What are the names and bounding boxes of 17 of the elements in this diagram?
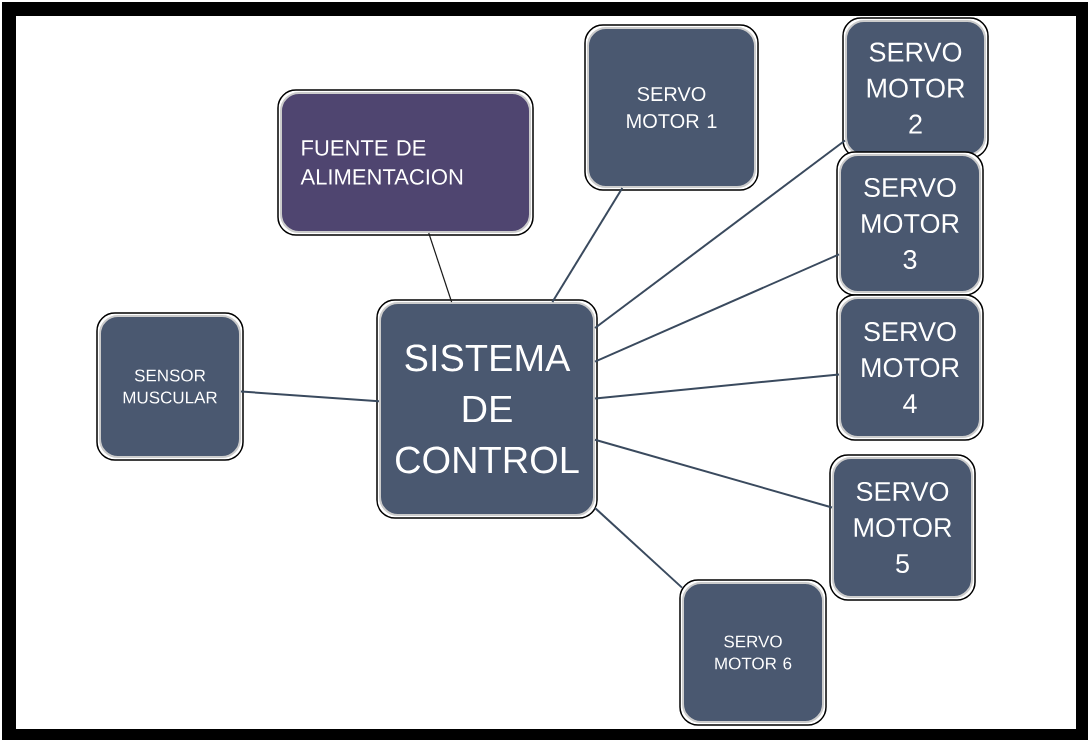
connector-line [240, 390, 380, 403]
connector-line [594, 438, 833, 509]
process-box: SERVO MOTOR 4 [836, 294, 984, 441]
process-box: SERVO MOTOR 2 [842, 17, 989, 159]
connector-line [594, 139, 846, 330]
process-box: FUENTE DE ALIMENTACION [277, 89, 534, 236]
connector-line [594, 506, 683, 589]
process-box: SERVO MOTOR 6 [679, 579, 827, 726]
connector-line [428, 232, 453, 303]
process-box: SERVO MOTOR 1 [584, 24, 759, 191]
process-box: SERVO MOTOR 3 [836, 151, 984, 296]
connector-line [551, 187, 624, 303]
process-box: SENSOR MUSCULAR [96, 312, 244, 461]
process-box: SISTEMA DE CONTROL [376, 299, 598, 519]
connector-line [594, 253, 840, 363]
process-box: SERVO MOTOR 5 [829, 454, 976, 601]
connector-line [594, 373, 840, 400]
